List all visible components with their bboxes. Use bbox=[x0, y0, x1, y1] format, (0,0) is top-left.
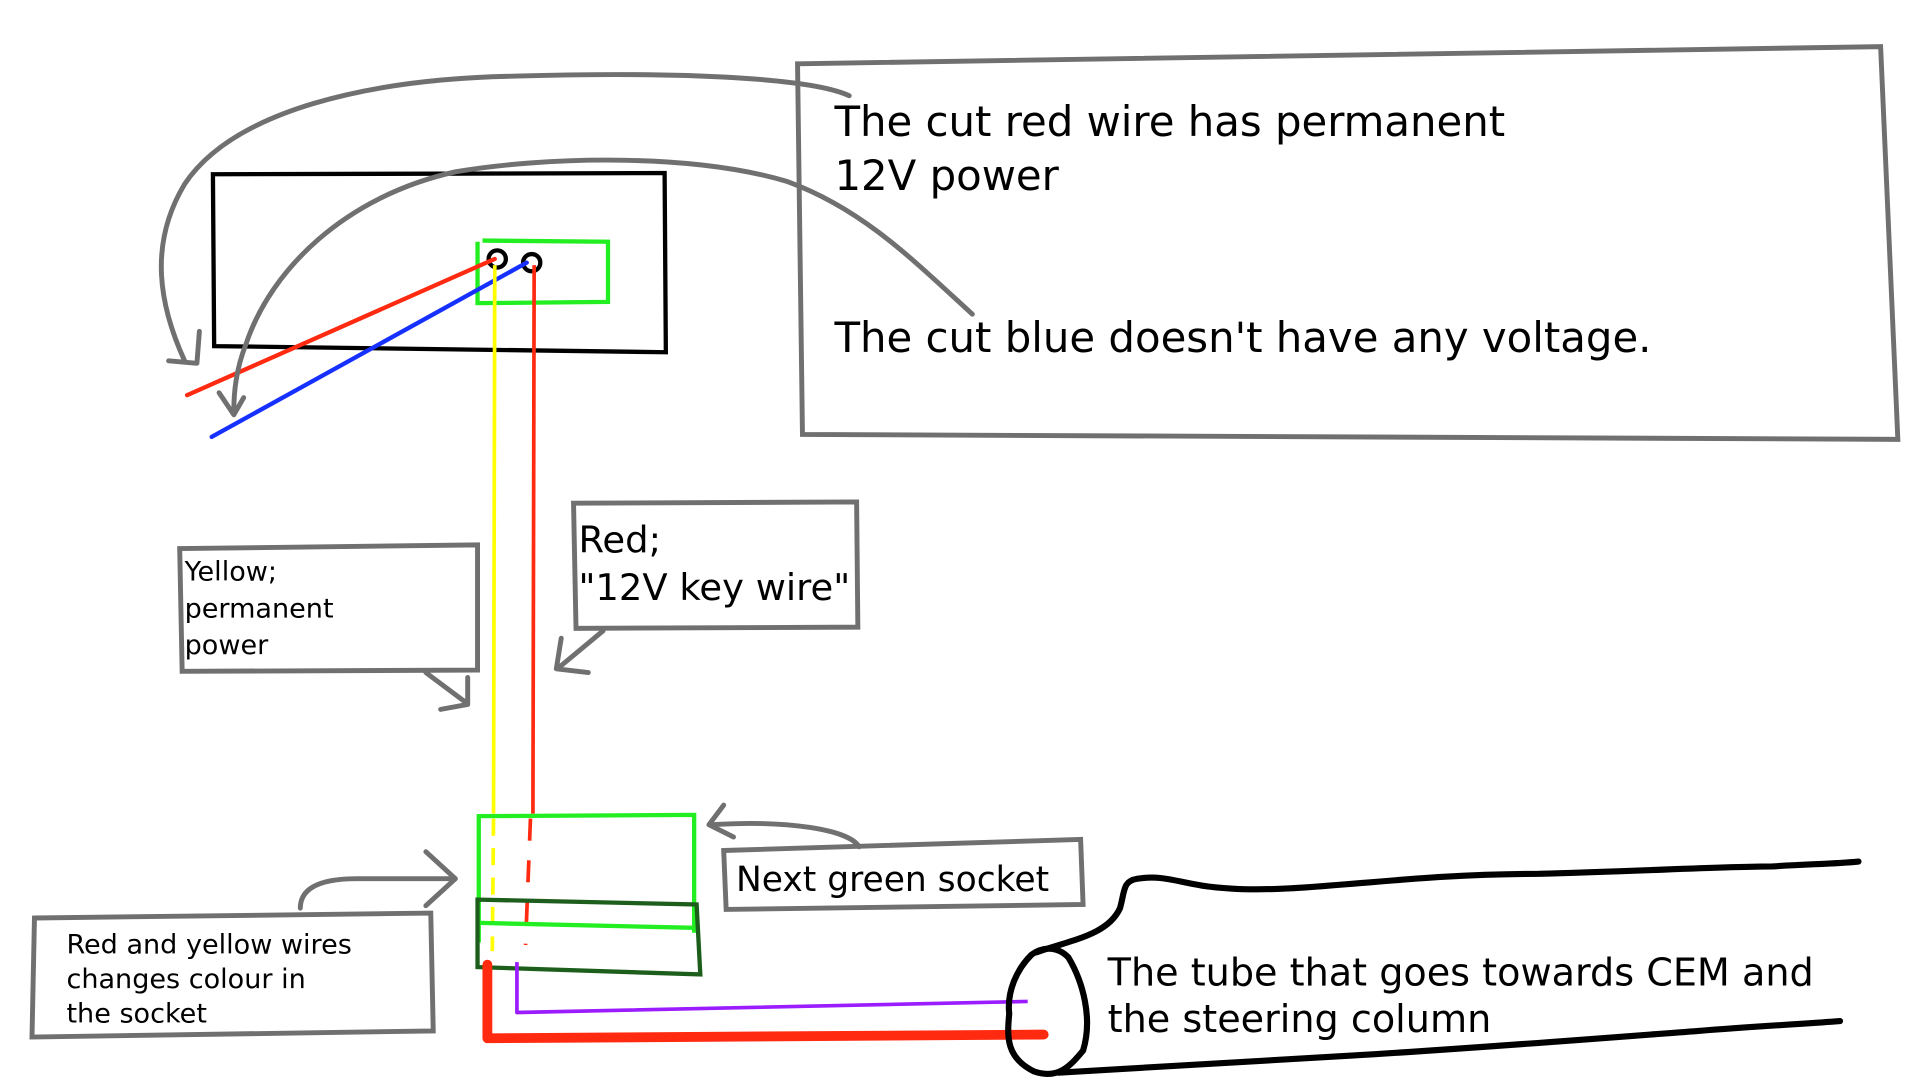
socket-note-arrow-head bbox=[706, 802, 736, 840]
red-note-box bbox=[571, 499, 861, 631]
tube-bottom-edge bbox=[1055, 1018, 1844, 1076]
cut-blue-wire bbox=[209, 260, 529, 440]
colour-change-line-3: the socket bbox=[66, 998, 206, 1029]
arrow-blue-note-to-blue-wire bbox=[231, 157, 975, 413]
tube-note-callout: The tube that goes towards CEM and the s… bbox=[1107, 951, 1814, 1042]
device-unit bbox=[210, 170, 669, 355]
thick-red-wire bbox=[482, 959, 1049, 1044]
socket-note-label: Next green socket bbox=[736, 860, 1049, 900]
tube-top-edge bbox=[1033, 858, 1862, 956]
main-note-line-1: The cut red wire has permanent bbox=[833, 97, 1505, 146]
yellow-note-arrow bbox=[423, 670, 471, 712]
cable-tube bbox=[1005, 858, 1862, 1077]
tube-note-line-2: the steering column bbox=[1108, 997, 1492, 1041]
main-note-line-3: The cut blue doesn't have any voltage. bbox=[833, 313, 1651, 362]
main-note-box bbox=[795, 44, 1901, 442]
colour-change-line-2: changes colour in bbox=[66, 964, 305, 995]
yellow-note-box bbox=[177, 542, 480, 674]
red-key-wire bbox=[531, 265, 536, 814]
next-green-socket bbox=[476, 812, 697, 943]
colour-change-box bbox=[29, 910, 436, 1040]
socket-note-callout: Next green socket bbox=[706, 802, 1086, 912]
cut-red-wire bbox=[184, 256, 497, 398]
main-note-line-2: 12V power bbox=[834, 151, 1059, 200]
red-note-line-1: Red; bbox=[578, 518, 661, 561]
yellow-note-line-3: power bbox=[185, 630, 270, 661]
red-note-callout: Red; "12V key wire" bbox=[553, 499, 861, 675]
colour-change-callout: Red and yellow wires changes colour in t… bbox=[29, 849, 458, 1040]
colour-change-arrow bbox=[297, 876, 456, 911]
main-note-callout: The cut red wire has permanent 12V power… bbox=[795, 44, 1901, 442]
arrow-head-blue bbox=[216, 390, 247, 418]
socket-note-arrow bbox=[708, 821, 862, 850]
red-note-line-2: "12V key wire" bbox=[578, 566, 850, 609]
colour-change-line-1: Red and yellow wires bbox=[66, 930, 351, 961]
yellow-wire bbox=[491, 265, 497, 814]
tube-note-line-1: The tube that goes towards CEM and bbox=[1107, 951, 1814, 995]
tube-opening bbox=[1005, 945, 1091, 1077]
red-note-arrow bbox=[553, 628, 606, 675]
yellow-note-line-1: Yellow; bbox=[184, 557, 277, 588]
device-outline bbox=[210, 170, 669, 355]
dark-green-socket bbox=[475, 897, 703, 977]
socket-note-box bbox=[721, 836, 1086, 912]
arrow-head-red bbox=[166, 328, 202, 366]
terminal-left bbox=[486, 248, 509, 270]
colour-change-arrow-head bbox=[423, 849, 458, 909]
yellow-note-line-2: permanent bbox=[185, 593, 334, 624]
connector-green bbox=[475, 238, 611, 306]
yellow-wire-in-socket bbox=[490, 818, 496, 952]
arrow-red-note-to-red-wire bbox=[158, 72, 852, 364]
socket-divider bbox=[479, 920, 695, 930]
purple-wire bbox=[515, 962, 1028, 1015]
yellow-note-callout: Yellow; permanent power bbox=[177, 542, 480, 712]
